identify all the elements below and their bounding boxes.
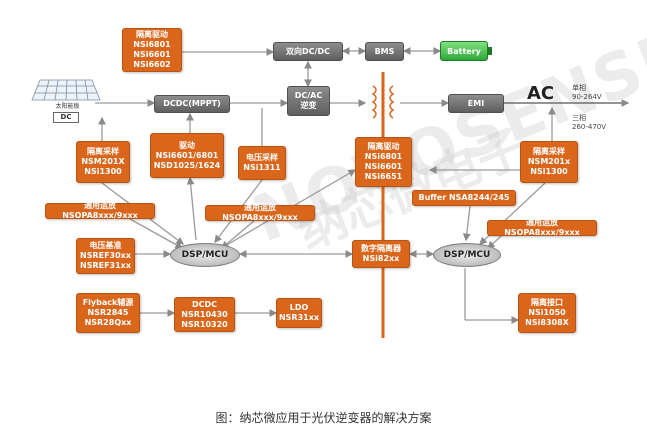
text: NSi1300 — [84, 167, 122, 176]
text: 电压采样 — [246, 153, 278, 162]
three-phase-label: 三相 — [572, 114, 586, 122]
transformer — [371, 85, 395, 119]
text: NSi1300 — [530, 167, 568, 176]
text: NSR10320 — [181, 319, 228, 329]
line-opamp-dsp — [129, 218, 184, 249]
solar-dc-tag: DC — [53, 112, 79, 123]
box-drive-mid: 驱动 NSi6601/6801 NSD1025/1624 — [150, 133, 224, 178]
text: NSi1311 — [243, 163, 281, 172]
text: NSi6601 — [133, 50, 171, 59]
text: NSR31xx — [278, 313, 320, 322]
text: NSREF30xx — [80, 251, 131, 260]
box-buffer: Buffer NSA8244/245 — [412, 190, 516, 206]
text: NSi6651 — [364, 172, 403, 181]
solar-panel-icon — [31, 79, 101, 101]
text: 隔离驱动 — [367, 142, 400, 151]
box-iso-interface: 隔离接口 NSi1050 NSi8308X — [518, 293, 576, 333]
box-flyback: Flyback辅源 NSR2845 NSR28Qxx — [76, 293, 140, 333]
text: LDO — [289, 303, 309, 312]
text: NSR28Qxx — [84, 318, 132, 327]
text: 隔离接口 — [531, 298, 563, 307]
solar-label: 太阳能板 — [55, 103, 80, 110]
text: NSR10430 — [181, 309, 228, 319]
line-opampmid-dsp — [221, 219, 256, 249]
text: 隔离驱动 — [136, 30, 168, 39]
text: 驱动 — [179, 140, 195, 150]
text: NSREF31xx — [80, 261, 131, 270]
text: NSi1050 — [528, 308, 566, 317]
box-iso-drive-center: 隔离驱动 NSi6801 NSi6601 NSi6651 — [355, 137, 412, 187]
battery-tip — [488, 47, 492, 55]
text: NSD1025/1624 — [153, 160, 221, 170]
text: NSi6602 — [133, 60, 171, 69]
text: 电压基准 — [89, 241, 122, 250]
text: 数字隔离器 — [361, 244, 401, 253]
text: NSi6601 — [364, 162, 403, 171]
text: NSi6801 — [133, 40, 171, 49]
text: NSi6601/6801 — [155, 150, 219, 160]
box-digital-isolator: 数字隔离器 NSi82xx — [352, 240, 410, 268]
text: DC/AC — [294, 91, 323, 100]
box-dcdc-parts: DCDC NSR10430 NSR10320 — [174, 297, 235, 332]
box-voltage-sampling: 电压采样 NSi1311 — [238, 146, 286, 180]
box-opamp-mid: 通用运放NSOPA8xxx/9xxx — [205, 203, 315, 222]
box-ldo: LDO NSR31xx — [276, 298, 322, 328]
text: NSi6801 — [364, 152, 403, 161]
text: NSM201X — [81, 157, 125, 166]
text: NSM201x — [527, 157, 571, 166]
text: NSi8308X — [525, 318, 569, 327]
box-opamp-right: 通用运放NSOPA8xxx/9xxx — [487, 218, 597, 237]
text: DCDC — [191, 299, 218, 309]
box-iso-sampling-right: 隔离采样 NSM201x NSi1300 — [520, 141, 578, 183]
text: Flyback辅源 — [82, 298, 134, 307]
single-phase-range: 90-264V — [572, 93, 602, 101]
text: 隔离采样 — [87, 147, 119, 156]
text: NSR2845 — [87, 308, 129, 317]
figure-caption: 图：纳芯微应用于光伏逆变器的解决方案 — [215, 411, 432, 425]
box-vref: 电压基准 NSREF30xx NSREF31xx — [76, 238, 135, 274]
box-dcac: DC/AC 逆变 — [287, 86, 330, 116]
text: 逆变 — [300, 101, 317, 110]
single-phase-label: 单相 — [572, 84, 586, 92]
battery-icon: Battery — [440, 41, 488, 61]
box-dcdc-mppt: DCDC(MPPT) — [154, 95, 230, 113]
box-emi: EMI — [448, 94, 504, 113]
box-iso-sampling-left: 隔离采样 NSM201X NSi1300 — [76, 141, 130, 183]
box-bms: BMS — [365, 42, 404, 61]
box-bidirectional-dcdc: 双向DC/DC — [273, 42, 343, 61]
text: NSi82xx — [362, 254, 400, 263]
dsp-mcu-right: DSP/MCU — [433, 243, 501, 267]
dsp-mcu-left: DSP/MCU — [170, 243, 240, 267]
box-opamp-left: 通用运放NSOPA8xxx/9xxx — [45, 201, 155, 220]
line-drive-dsp — [186, 176, 197, 241]
line-buffer-dsp — [462, 205, 471, 242]
ac-label: AC — [527, 83, 555, 104]
text: 隔离采样 — [533, 147, 565, 156]
three-phase-range: 260-470V — [572, 123, 607, 131]
box-iso-drive-top: 隔离驱动 NSi6801 NSi6601 NSi6602 — [122, 28, 182, 72]
